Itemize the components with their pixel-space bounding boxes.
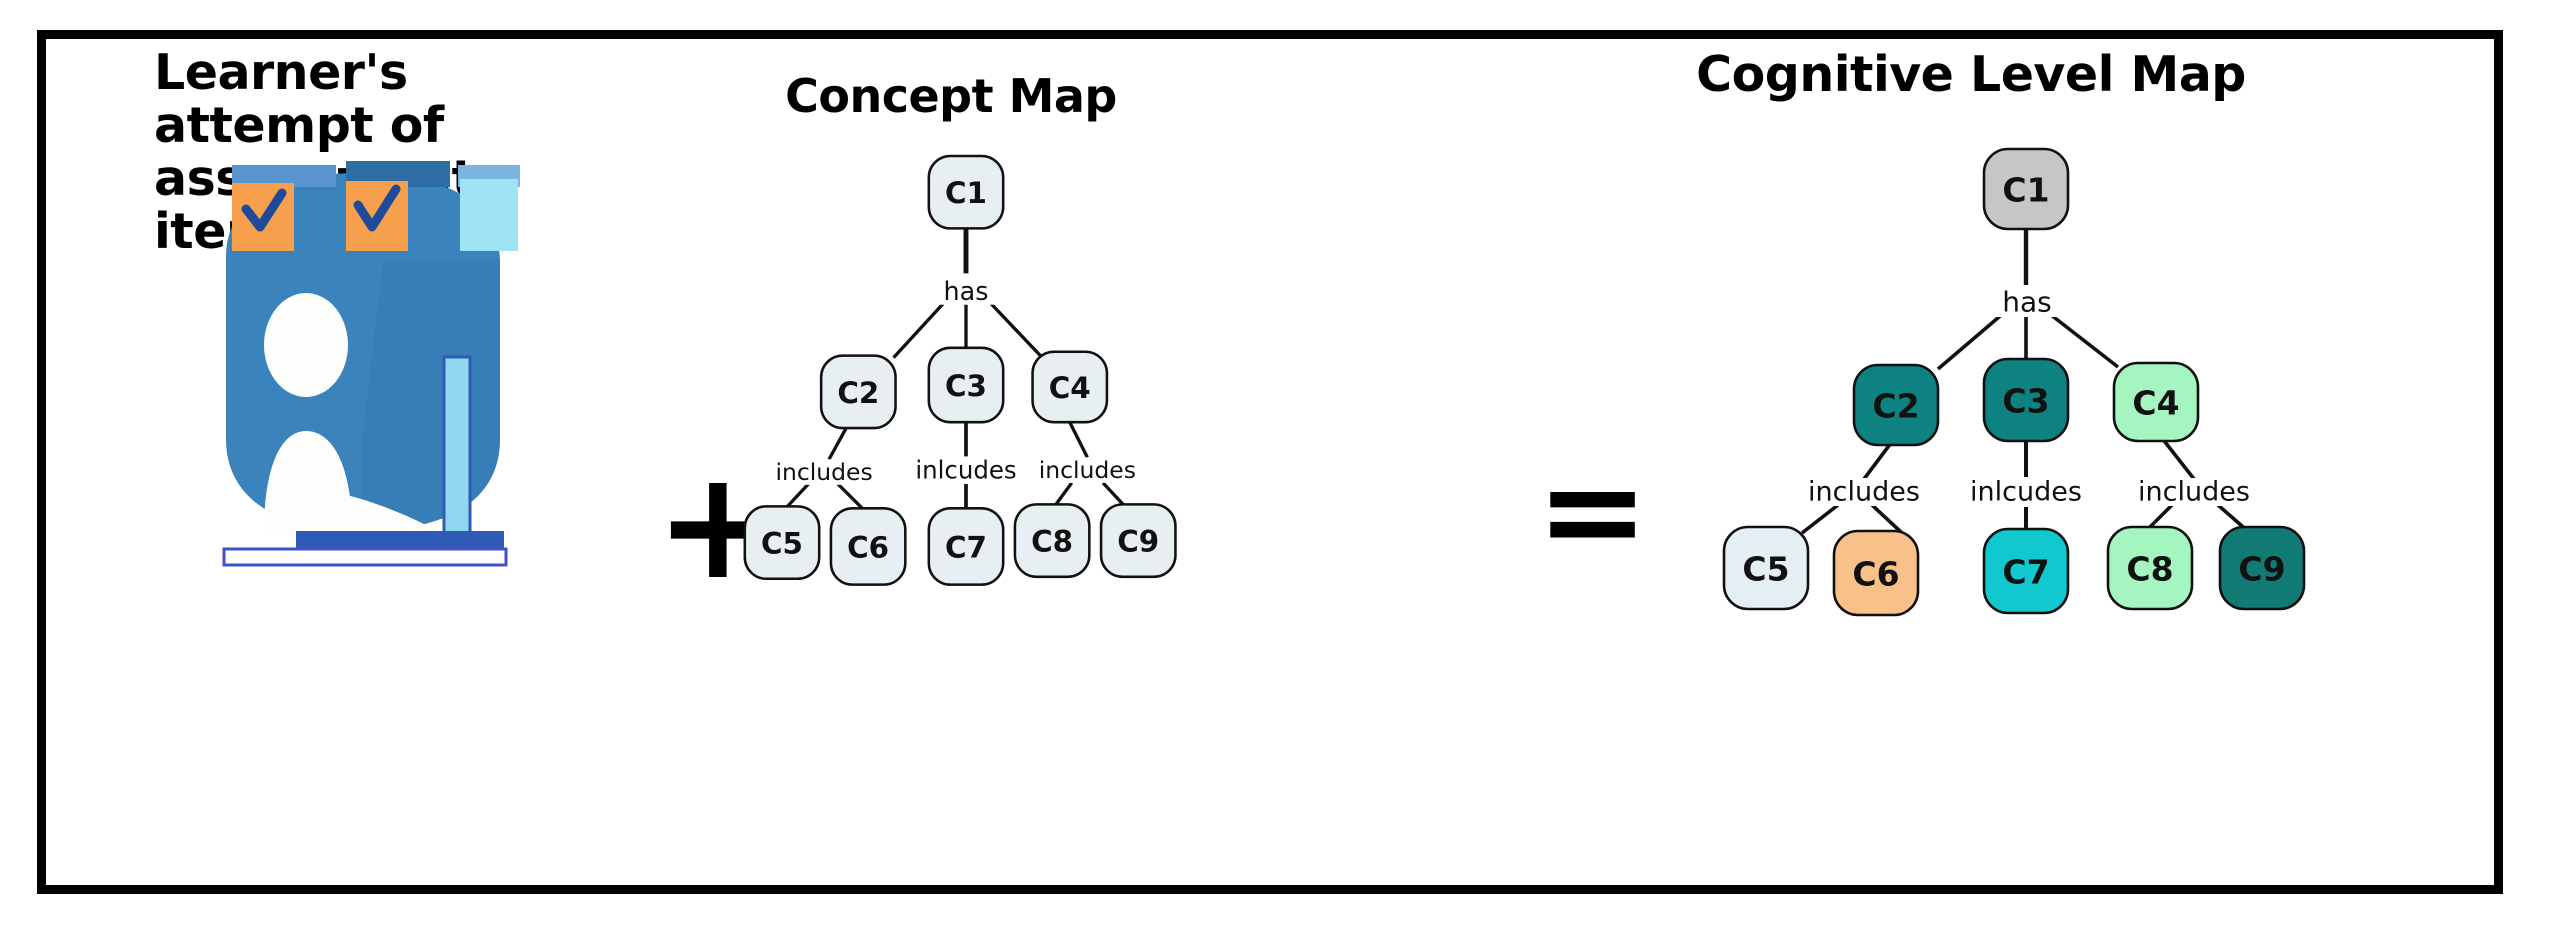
node-c6-shape — [1832, 529, 1920, 617]
node-c7-label: C7 — [2002, 553, 2049, 592]
node-c9[interactable]: C9 — [1099, 503, 1177, 579]
edge-label-has: has — [933, 276, 999, 306]
edge-has-c4 — [2044, 309, 2120, 369]
node-c9-label: C9 — [1117, 525, 1159, 559]
node-c6-label: C6 — [847, 530, 889, 564]
node-c8-label: C8 — [1031, 525, 1073, 559]
node-c3-shape — [1982, 357, 2070, 443]
edge-label-inlcudes-middle: inlcudes — [1956, 477, 2096, 508]
edge-label-includes-left: includes — [1794, 477, 1934, 508]
node-c9-label: C9 — [2238, 550, 2285, 589]
desk-base — [222, 547, 508, 567]
assessment-card-blank — [460, 179, 518, 251]
edge-label-includes-left-text: includes — [775, 458, 872, 486]
learner-head — [264, 293, 348, 397]
node-c5[interactable]: C5 — [743, 505, 821, 581]
learner-at-desk-illustration — [222, 161, 520, 567]
node-c4-shape — [2112, 361, 2200, 443]
node-c3-label: C3 — [2002, 382, 2049, 421]
node-c5[interactable]: C5 — [1722, 525, 1810, 611]
node-c1[interactable]: C1 — [927, 154, 1005, 230]
edge-has-c4 — [983, 295, 1042, 357]
panel-title-cognitive-level-map: Cognitive Level Map — [1696, 46, 2246, 103]
node-c7-shape — [1982, 527, 2070, 615]
node-c2-label: C2 — [837, 376, 879, 410]
equals-operator: = — [1536, 432, 1650, 589]
node-c1-shape — [927, 154, 1005, 230]
node-c5-shape — [743, 505, 821, 581]
node-c7-shape — [927, 507, 1005, 586]
edge-has-c2 — [892, 295, 951, 359]
node-c1-label: C1 — [945, 176, 987, 210]
node-c7[interactable]: C7 — [927, 507, 1005, 586]
node-c2[interactable]: C2 — [819, 354, 897, 430]
node-c7-label: C7 — [945, 530, 987, 564]
node-c3[interactable]: C3 — [927, 346, 1005, 424]
node-c4-label: C4 — [1049, 371, 1091, 405]
node-c3-label: C3 — [945, 369, 987, 403]
node-c1-label: C1 — [2002, 171, 2049, 210]
node-c6[interactable]: C6 — [1832, 529, 1920, 617]
node-c4-shape — [1031, 350, 1109, 424]
node-c2-shape — [1852, 363, 1940, 447]
checkmark-icon-2 — [353, 184, 401, 232]
node-c6-label: C6 — [1852, 555, 1899, 594]
node-c8[interactable]: C8 — [1013, 503, 1091, 579]
edge-label-includes-left: includes — [768, 458, 880, 486]
learner-arm — [312, 489, 426, 539]
edge-has-c2 — [1936, 309, 2008, 371]
node-c6[interactable]: C6 — [829, 507, 907, 586]
node-c2-label: C2 — [1872, 387, 1919, 426]
monitor-screen — [444, 357, 470, 537]
node-c9-shape — [1099, 503, 1177, 579]
node-c5-shape — [1722, 525, 1810, 611]
panel-title-concept-map: Concept Map — [785, 69, 1117, 123]
cognitive-level-map-diagram: C1 C2 C3 C4 C5 — [1666, 99, 2386, 617]
edge-label-has-text: has — [2002, 286, 2052, 319]
node-c2-shape — [819, 354, 897, 430]
node-c8-shape — [1013, 503, 1091, 579]
figure-frame: Learner's attempt of assessment items — [37, 30, 2503, 894]
node-c2[interactable]: C2 — [1852, 363, 1940, 447]
node-c7[interactable]: C7 — [1982, 527, 2070, 615]
edge-label-inlcudes-middle-text: inlcudes — [915, 456, 1016, 485]
node-c8-label: C8 — [2126, 550, 2173, 589]
edge-label-includes-left-text: includes — [1808, 477, 1920, 508]
node-c1-shape — [1982, 147, 2070, 231]
node-c3[interactable]: C3 — [1982, 357, 2070, 443]
node-c6-shape — [829, 507, 907, 586]
edge-label-has: has — [1991, 286, 2063, 319]
node-c5-label: C5 — [761, 527, 803, 561]
node-c4-label: C4 — [2132, 384, 2179, 423]
illustration-backdrop-shade — [362, 259, 500, 531]
node-c5-label: C5 — [1742, 550, 1789, 589]
node-c8[interactable]: C8 — [2106, 525, 2194, 611]
edge-label-includes-right: includes — [1031, 456, 1144, 484]
edge-label-has-text: has — [944, 276, 989, 306]
checkmark-icon-1 — [241, 188, 287, 232]
node-c9-shape — [2218, 525, 2306, 611]
node-c3-shape — [927, 346, 1005, 424]
edge-includes-c5 — [1800, 503, 1840, 535]
concept-map-diagram: C1 C2 C3 C4 C5 — [706, 109, 1226, 586]
edge-label-inlcudes-middle: inlcudes — [910, 456, 1022, 485]
edge-label-includes-right-text: includes — [1039, 456, 1136, 484]
node-c1[interactable]: C1 — [1982, 147, 2070, 231]
edge-includes-c6 — [1870, 503, 1904, 535]
edge-label-inlcudes-middle-text: inlcudes — [1970, 477, 2082, 508]
panel-title-learner-line1: Learner's attempt of — [154, 44, 444, 154]
edge-label-includes-right-text: includes — [2138, 477, 2250, 508]
node-c9[interactable]: C9 — [2218, 525, 2306, 611]
node-c4[interactable]: C4 — [2112, 361, 2200, 443]
edge-label-includes-right: includes — [2124, 477, 2264, 508]
node-c8-shape — [2106, 525, 2194, 611]
card-topbar-1 — [232, 165, 336, 187]
desk-surface — [296, 531, 504, 549]
node-c4[interactable]: C4 — [1031, 350, 1109, 424]
